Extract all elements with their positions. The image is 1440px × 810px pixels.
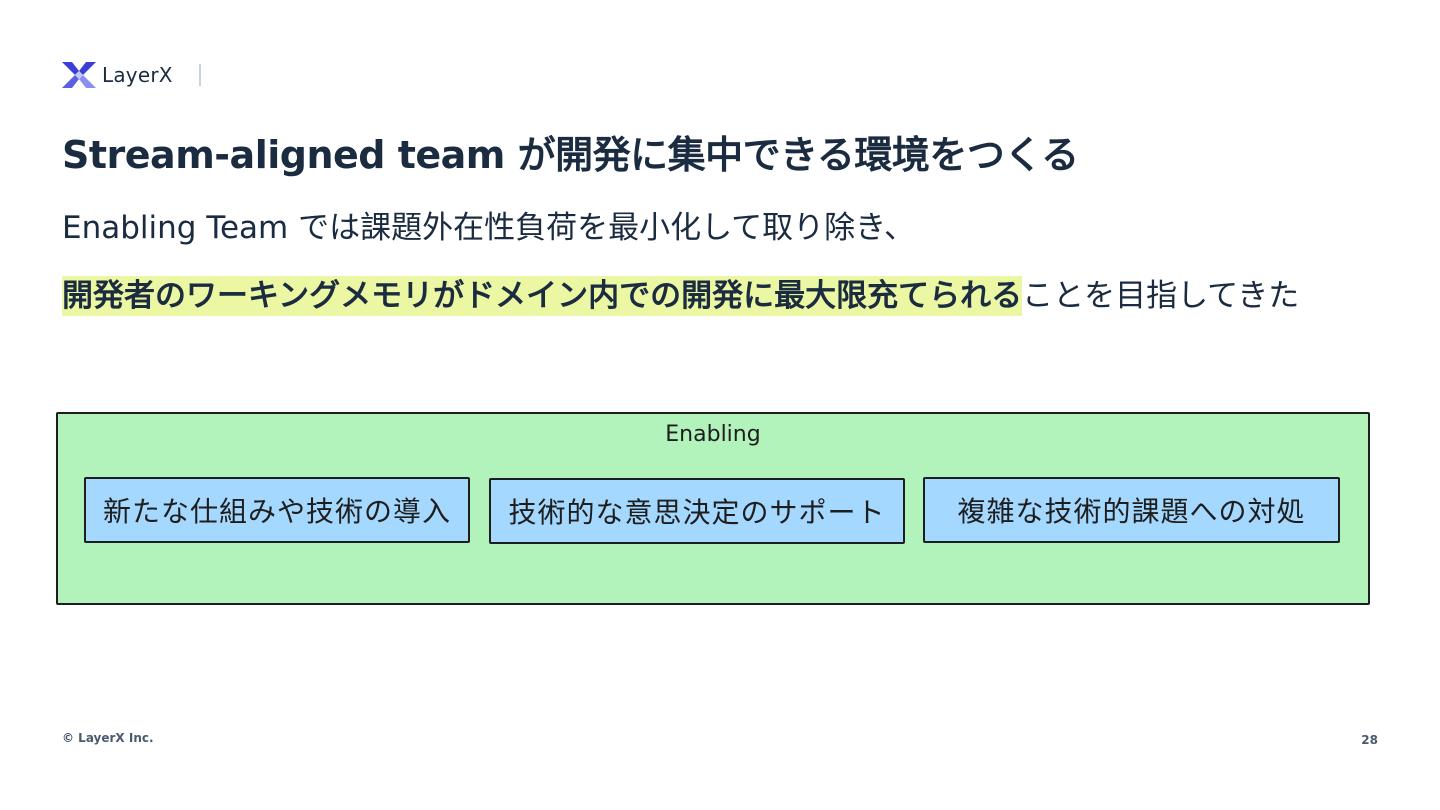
card-new-tech-introduction: 新たな仕組みや技術の導入 (84, 477, 470, 543)
body-line-1: Enabling Team では課題外在性負荷を最小化して取り除き、 (62, 210, 916, 246)
enabling-group-label: Enabling (665, 422, 761, 447)
brand-logo: LayerX (62, 60, 173, 90)
body-line-2-rest: ことを目指してきた (1022, 278, 1300, 314)
card-technical-decision-support: 技術的な意思決定のサポート (489, 478, 905, 544)
layerx-logo-icon (62, 62, 96, 88)
slide-title: Stream-aligned team が開発に集中できる環境をつくる (62, 133, 1079, 177)
page-number: 28 (1361, 733, 1378, 747)
body-line-2: 開発者のワーキングメモリがドメイン内での開発に最大限充てられることを目指してきた (62, 270, 1300, 316)
copyright: © LayerX Inc. (62, 731, 154, 745)
enabling-group: Enabling 新たな仕組みや技術の導入 技術的な意思決定のサポート 複雑な技… (56, 412, 1370, 605)
card-complex-technical-issues: 複雑な技術的課題への対処 (923, 477, 1340, 543)
logo-text: LayerX (102, 63, 173, 87)
highlighted-text: 開発者のワーキングメモリがドメイン内での開発に最大限充てられる (62, 276, 1023, 316)
header-divider (199, 64, 201, 86)
